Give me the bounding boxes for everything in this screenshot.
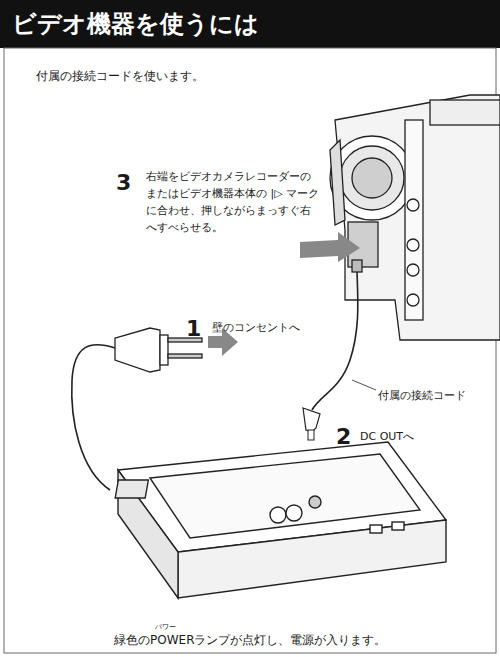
part-label: 壁のコンセントへ (212, 320, 300, 335)
callout-number: 1 (186, 316, 201, 341)
callout-number: 2 (336, 424, 351, 449)
ruby-text: パワー (155, 622, 176, 632)
caption: 緑色のPOWERランプが点灯し、電源が入ります。 (114, 632, 386, 649)
instruction-text: 右端をビデオカメラレコーダーの またはビデオ機器本体の |▷ マーク に合わせ、… (146, 168, 324, 236)
page-title: ビデオ機器を使うには (12, 8, 259, 40)
part-label: DC OUTへ (360, 429, 414, 444)
note: 付属の接続コードを使います。 (36, 68, 204, 85)
part-label: 付属の接続コード (378, 388, 466, 403)
callout-number: 3 (116, 170, 131, 195)
